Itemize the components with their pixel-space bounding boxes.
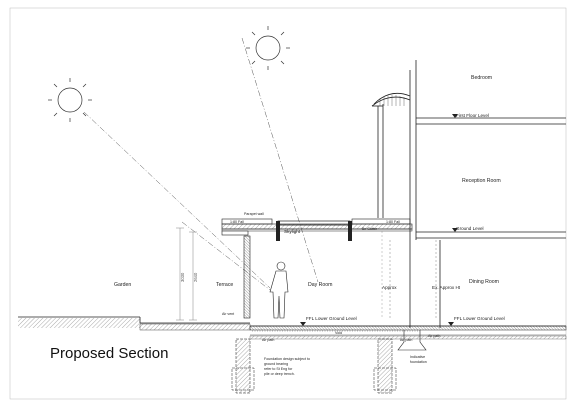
note-box-gutter: Bx Gutter — [362, 227, 378, 231]
room-label-day-room: Day Room — [308, 282, 333, 288]
note-skylight: Skylight — [284, 229, 301, 234]
lower-ground-slab — [249, 325, 567, 340]
level-first-floor: First Floor Level — [456, 113, 489, 118]
room-label-bedroom: Bedroom — [471, 75, 492, 81]
note-ex-approx-ht: Ex. Approx Ht — [432, 285, 461, 290]
note-indicative-1: Indicative — [410, 355, 425, 359]
note-air-path-mid: Air path — [400, 338, 412, 342]
room-label-dining: Dining Room — [469, 279, 499, 285]
note-fall-right: 1:80 Fall — [386, 220, 400, 224]
note-air-path-right: Air path — [428, 334, 440, 338]
extension-walls — [243, 231, 383, 319]
foundation-note-3: refer to St Eng for — [264, 367, 293, 371]
note-approx: Approx — [382, 285, 397, 290]
note-parapet-wall: Parapet wall — [244, 212, 264, 216]
foundation-mid — [373, 338, 397, 394]
level-ground: Ground Level — [456, 226, 484, 231]
note-void: Void — [335, 331, 342, 335]
room-label-terrace: Terrace — [216, 282, 233, 288]
note-indicative-2: foundation — [410, 360, 427, 364]
existing-house — [371, 60, 566, 328]
dimension-lines — [176, 227, 437, 321]
sun-ray-lines — [83, 37, 319, 291]
sun-icon-upper — [246, 26, 290, 70]
dimension-b: 2640 — [193, 272, 198, 282]
level-ffl-left: FFL Lower Ground Level — [306, 316, 357, 321]
garden-soil — [18, 318, 140, 328]
sun-icon-left — [48, 78, 92, 122]
bay-cornice — [379, 95, 405, 106]
level-ffl-right: FFL Lower Ground Level — [454, 316, 505, 321]
foundation-indicative — [397, 330, 427, 351]
sheet-border — [9, 7, 567, 400]
note-air-path-left: Air path — [262, 338, 274, 342]
level-markers — [300, 114, 458, 326]
terrace-slab — [139, 323, 251, 331]
human-figure-icon — [269, 261, 289, 319]
extension-roof — [221, 218, 413, 241]
note-fall-left: 1:80 Fall — [230, 220, 244, 224]
room-label-reception: Reception Room — [462, 178, 501, 184]
foundation-note-1: Foundation design subject to — [264, 357, 310, 361]
foundation-note-4: pile or deep trench. — [264, 372, 295, 376]
foundation-note-2: ground bearing — [264, 362, 288, 366]
dimension-a: 3030 — [180, 272, 185, 282]
foundation-left — [231, 338, 255, 394]
room-label-garden: Garden — [114, 282, 131, 288]
note-air-vent: Air vent — [222, 312, 234, 316]
drawing-title: Proposed Section — [50, 345, 168, 362]
